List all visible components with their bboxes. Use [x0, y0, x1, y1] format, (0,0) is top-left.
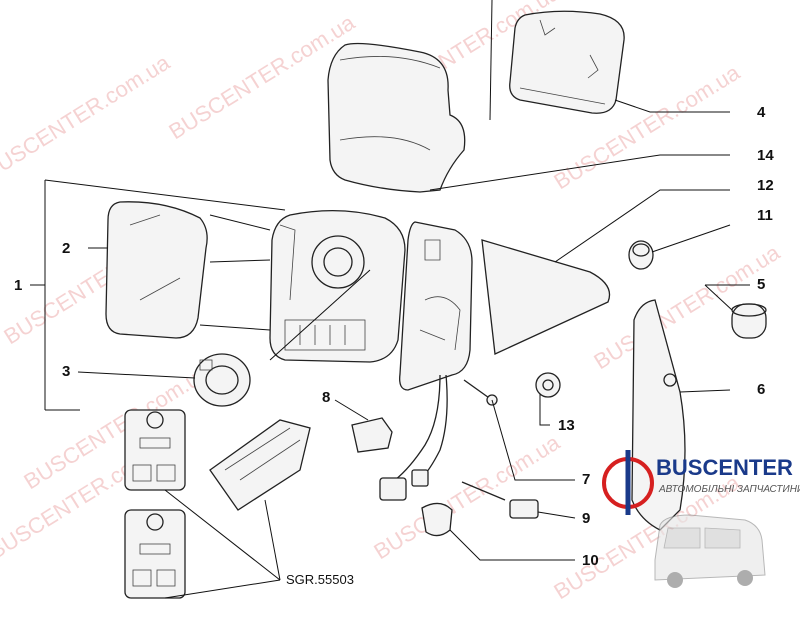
part-trim-panel [481, 239, 611, 355]
van-image [654, 514, 766, 588]
part-end-cap [731, 303, 767, 339]
logo-title: BUSCENTER [656, 455, 793, 480]
part-grommet [628, 240, 654, 270]
switch-panel-perspective [209, 419, 311, 511]
part-sensor [461, 481, 539, 519]
callout-9: 9 [582, 510, 590, 527]
part-mirror-glass [105, 201, 208, 339]
callout-5: 5 [757, 276, 765, 293]
part-clip [535, 372, 561, 398]
callout-2: 2 [62, 240, 70, 257]
callout-8: 8 [322, 389, 330, 406]
callout-labels: 1 2 3 4 5 6 7 8 9 10 11 12 13 14 SGR.555… [14, 104, 774, 587]
leader-lines [30, 0, 750, 599]
callout-12: 12 [757, 177, 774, 194]
callout-1: 1 [14, 277, 22, 294]
watermark-text: BUSCENTER.com.ua [0, 49, 175, 184]
part-mirror-arm [399, 221, 473, 391]
part-wiring [379, 374, 448, 501]
part-housing-cover [327, 42, 466, 193]
part-mirror-body [269, 210, 406, 363]
callout-7: 7 [582, 471, 590, 488]
part-cap [509, 10, 625, 114]
callout-10: 10 [582, 552, 599, 569]
callout-13: 13 [558, 417, 575, 434]
part-switch-knob [421, 502, 453, 537]
callout-14: 14 [757, 147, 774, 164]
switch-panel-upper [124, 409, 186, 491]
logo-subtitle: АВТОМОБІЛЬНІ ЗАПЧАСТИНИ [658, 484, 800, 495]
reference-code: SGR.55503 [286, 572, 354, 587]
part-motor [193, 353, 251, 407]
buscenter-logo: BUSCENTER АВТОМОБІЛЬНІ ЗАПЧАСТИНИ [602, 450, 800, 588]
part-connector [351, 417, 393, 453]
callout-4: 4 [757, 104, 766, 121]
callout-6: 6 [757, 381, 765, 398]
part-side-cover [631, 299, 686, 531]
switch-panel-lower [124, 509, 186, 599]
callout-3: 3 [62, 363, 70, 380]
callout-11: 11 [757, 207, 773, 224]
